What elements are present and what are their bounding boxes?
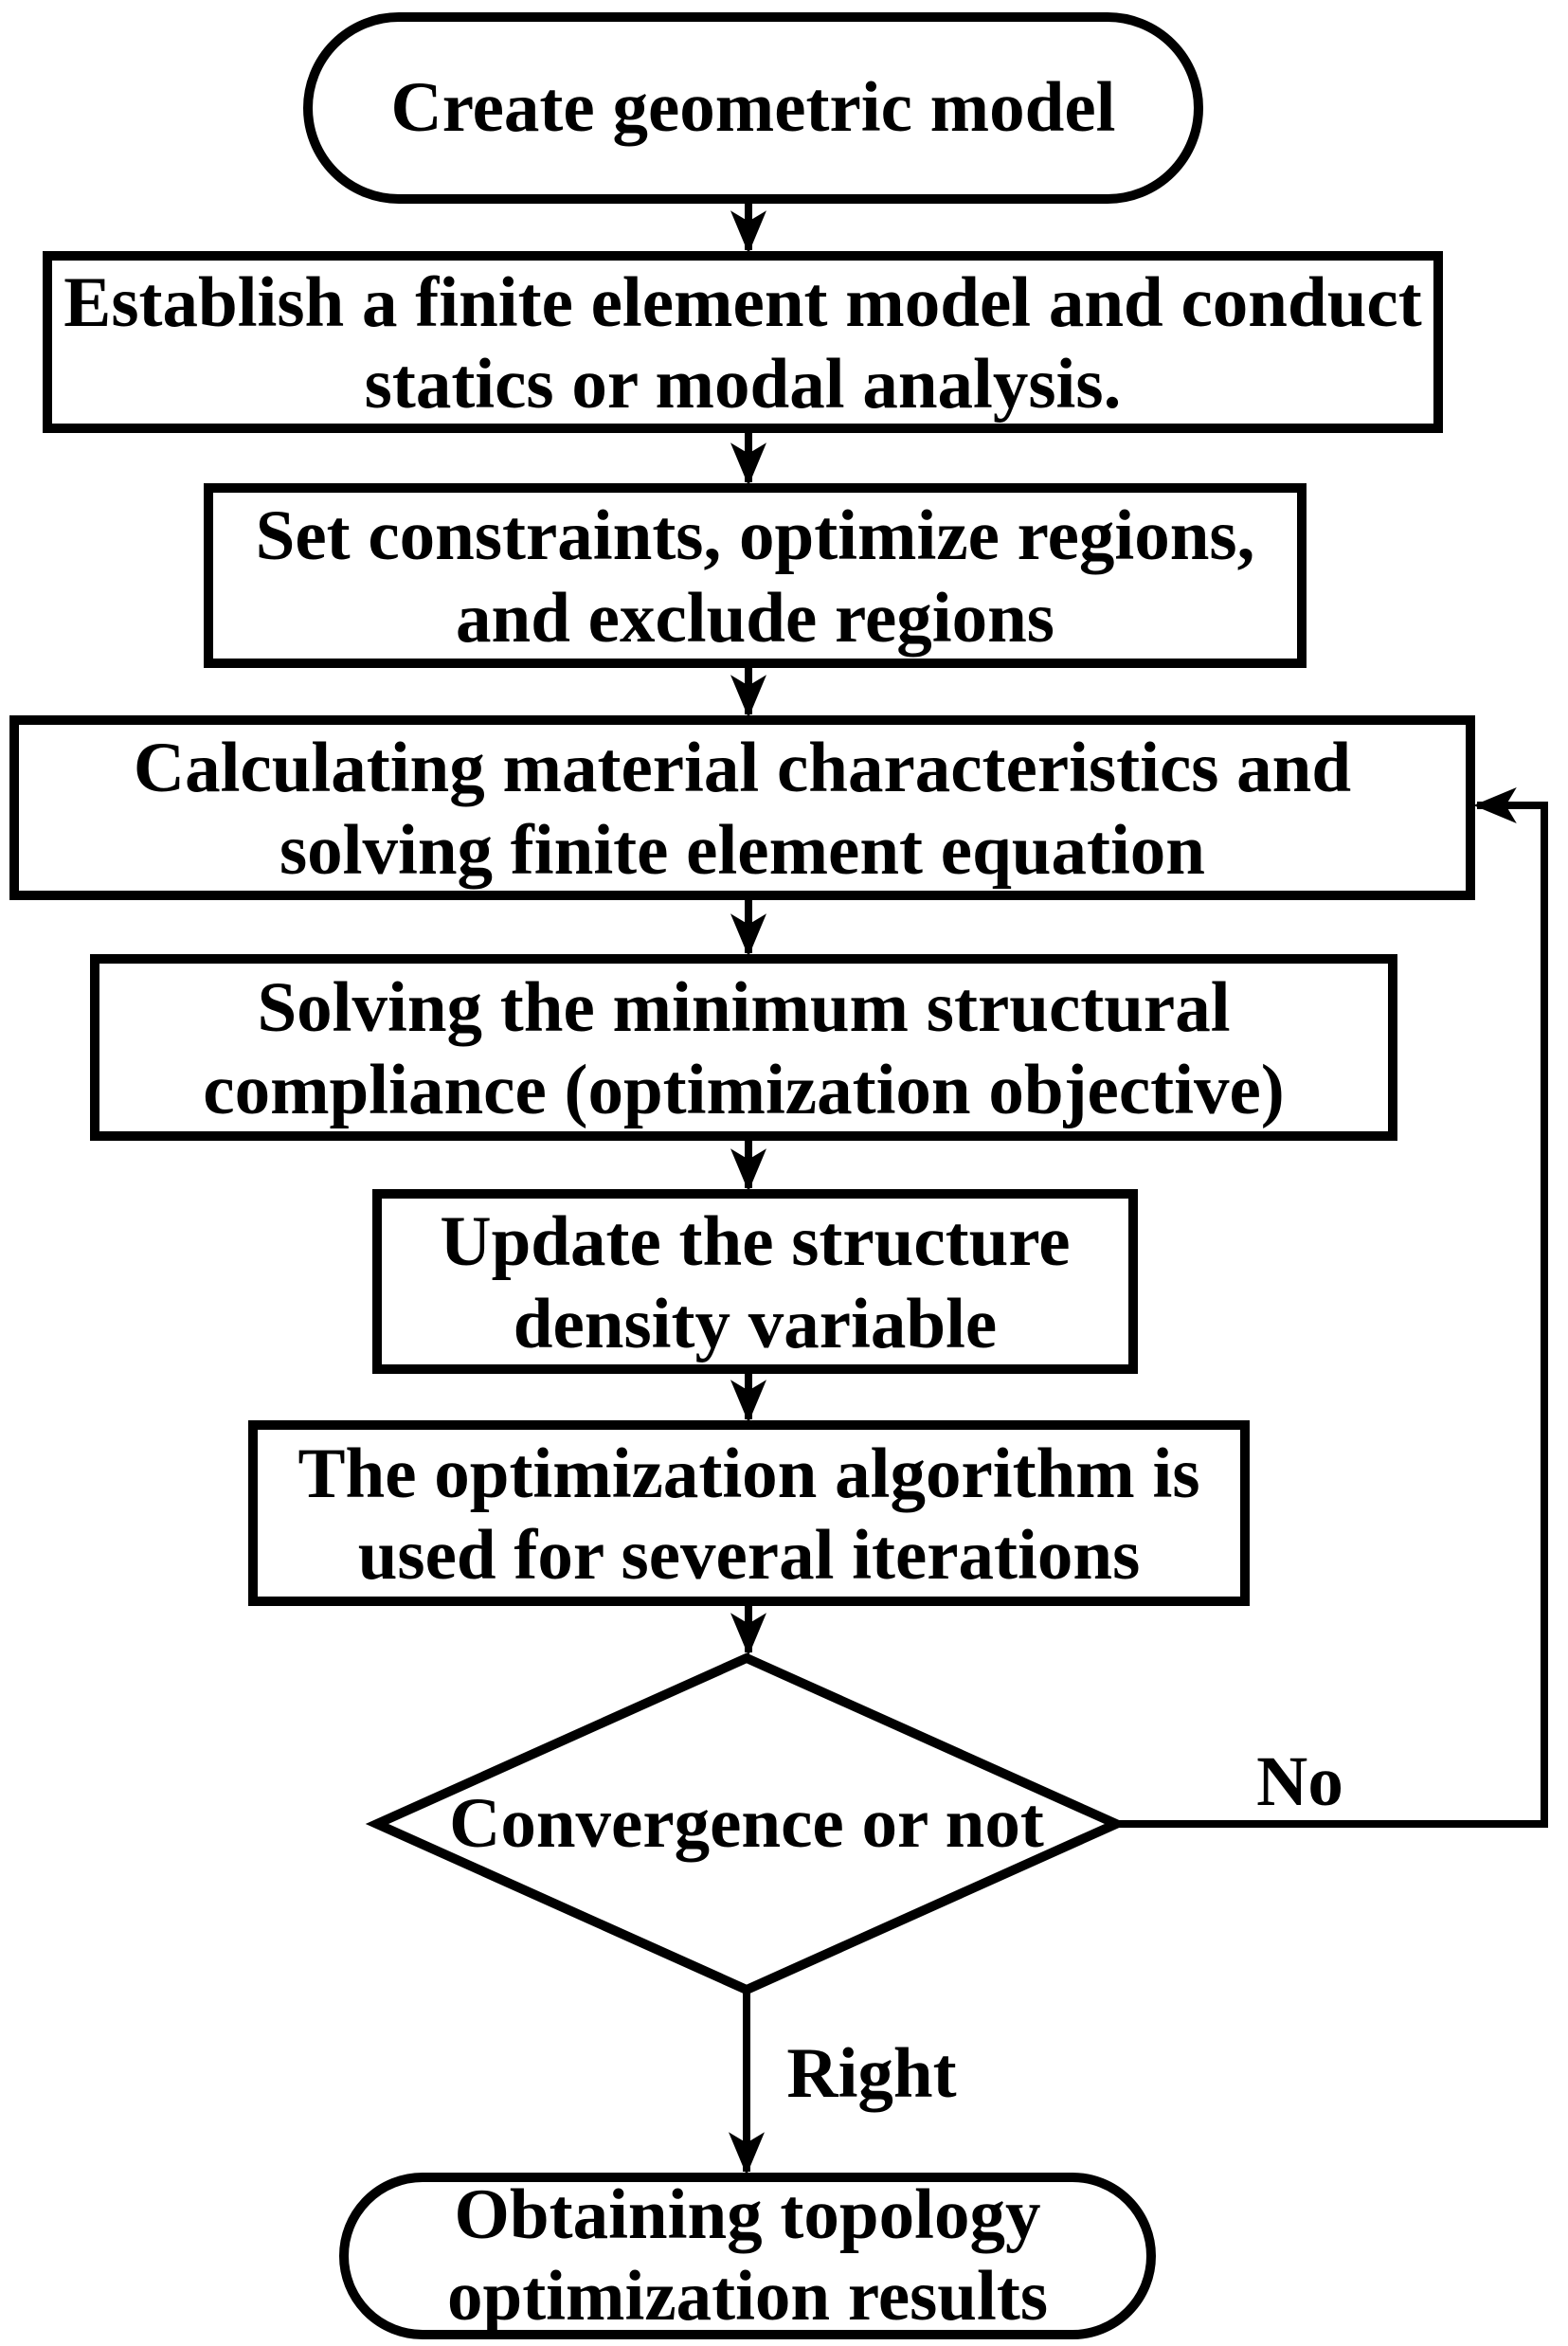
compliance-node-shape [90, 954, 1397, 1141]
iterations-node-label: The optimization algorithm is used for s… [297, 1434, 1200, 1595]
compliance-node-label: Solving the minimum structural complianc… [203, 968, 1285, 1129]
start-node-label: Create geometric model [390, 67, 1116, 147]
update-node-shape [372, 1189, 1138, 1374]
update-node-label: Update the structure density variable [440, 1202, 1071, 1363]
start-node-shape [303, 12, 1203, 204]
constraints-node-shape [204, 483, 1307, 668]
material-node-label: Calculating material characteristics and… [133, 729, 1352, 890]
arrow-decision-no-loop-to-material [1116, 787, 1548, 1828]
decision-node-label: Convergence or not [449, 1783, 1044, 1863]
edge-label-right: Right [786, 2033, 957, 2113]
fem-node-shape [43, 251, 1443, 433]
material-node-shape [9, 715, 1475, 900]
end-node-shape [339, 2173, 1156, 2339]
constraints-node-label: Set constraints, optimize regions, and e… [255, 496, 1255, 658]
end-node-label: Obtaining topology optimization results [446, 2175, 1049, 2336]
fem-node-label: Establish a finite element model and con… [63, 262, 1422, 424]
edge-label-no: No [1256, 1741, 1343, 1821]
